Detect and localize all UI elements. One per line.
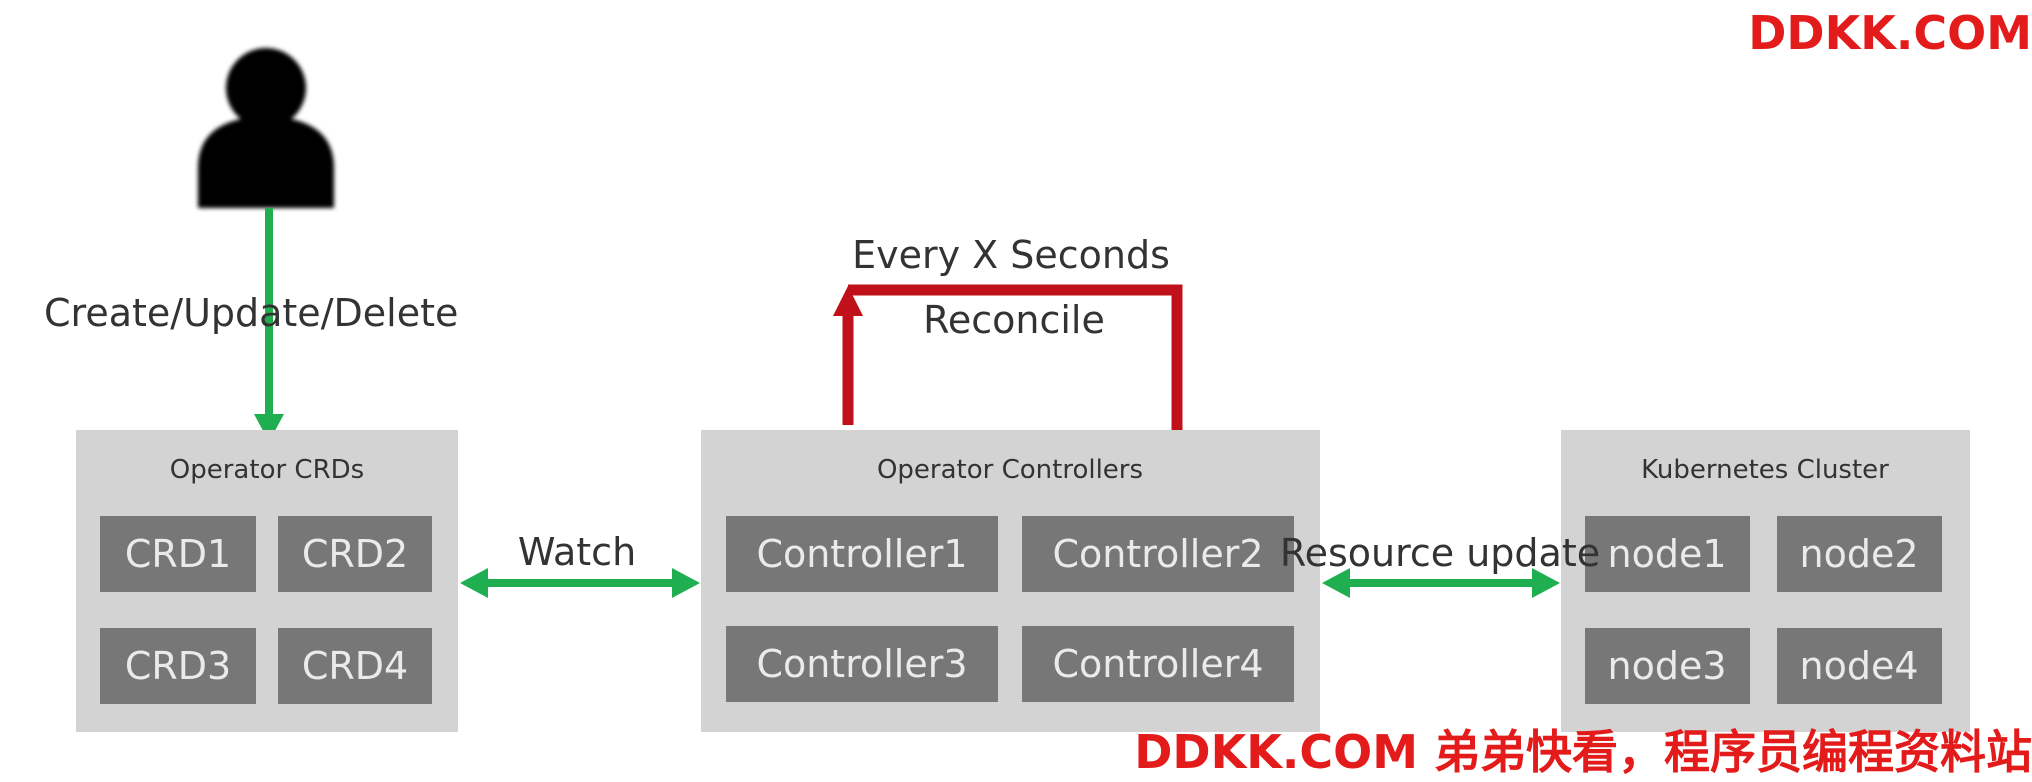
user-action-label: Create/Update/Delete (44, 291, 458, 335)
crd-item-label: CRD3 (125, 644, 231, 688)
user-silhouette-icon (198, 48, 334, 208)
watermark-bottom: DDKK.COM 弟弟快看，程序员编程资料站 (1134, 725, 2032, 779)
watch-label: Watch (518, 530, 636, 574)
controller-item: Controller2 (1022, 516, 1294, 592)
crds-group-title: Operator CRDs (170, 455, 364, 485)
user-to-crds-arrow (254, 208, 284, 442)
crd-item: CRD2 (278, 516, 432, 592)
cluster-node-label: node1 (1607, 532, 1726, 576)
reconcile-loop-arrow (833, 284, 1183, 432)
reconcile-label: Reconcile (923, 298, 1105, 342)
cluster-node-item: node4 (1777, 628, 1942, 704)
cluster-node-item: node2 (1777, 516, 1942, 592)
cluster-group-title: Kubernetes Cluster (1641, 455, 1889, 485)
controller-item-label: Controller3 (756, 642, 967, 686)
crd-item: CRD4 (278, 628, 432, 704)
controller-item-label: Controller2 (1052, 532, 1263, 576)
watch-arrow (460, 568, 700, 598)
crd-item-label: CRD1 (125, 532, 231, 576)
crd-item: CRD3 (100, 628, 256, 704)
controller-item-label: Controller1 (756, 532, 967, 576)
watermark-top: DDKK.COM (1748, 6, 2032, 60)
controller-item: Controller3 (726, 626, 998, 702)
cluster-node-item: node3 (1585, 628, 1750, 704)
crd-item-label: CRD4 (302, 644, 408, 688)
cluster-node-label: node2 (1799, 532, 1918, 576)
cluster-node-label: node4 (1799, 644, 1918, 688)
resource-update-label: Resource update (1280, 531, 1600, 575)
cluster-node-label: node3 (1607, 644, 1726, 688)
loop-interval-label: Every X Seconds (852, 233, 1170, 277)
controller-item: Controller4 (1022, 626, 1294, 702)
resource-update-arrow (1322, 568, 1560, 598)
crd-item-label: CRD2 (302, 532, 408, 576)
controller-item: Controller1 (726, 516, 998, 592)
crd-item: CRD1 (100, 516, 256, 592)
cluster-node-item: node1 (1585, 516, 1750, 592)
controller-item-label: Controller4 (1052, 642, 1263, 686)
controllers-group-title: Operator Controllers (877, 455, 1143, 485)
